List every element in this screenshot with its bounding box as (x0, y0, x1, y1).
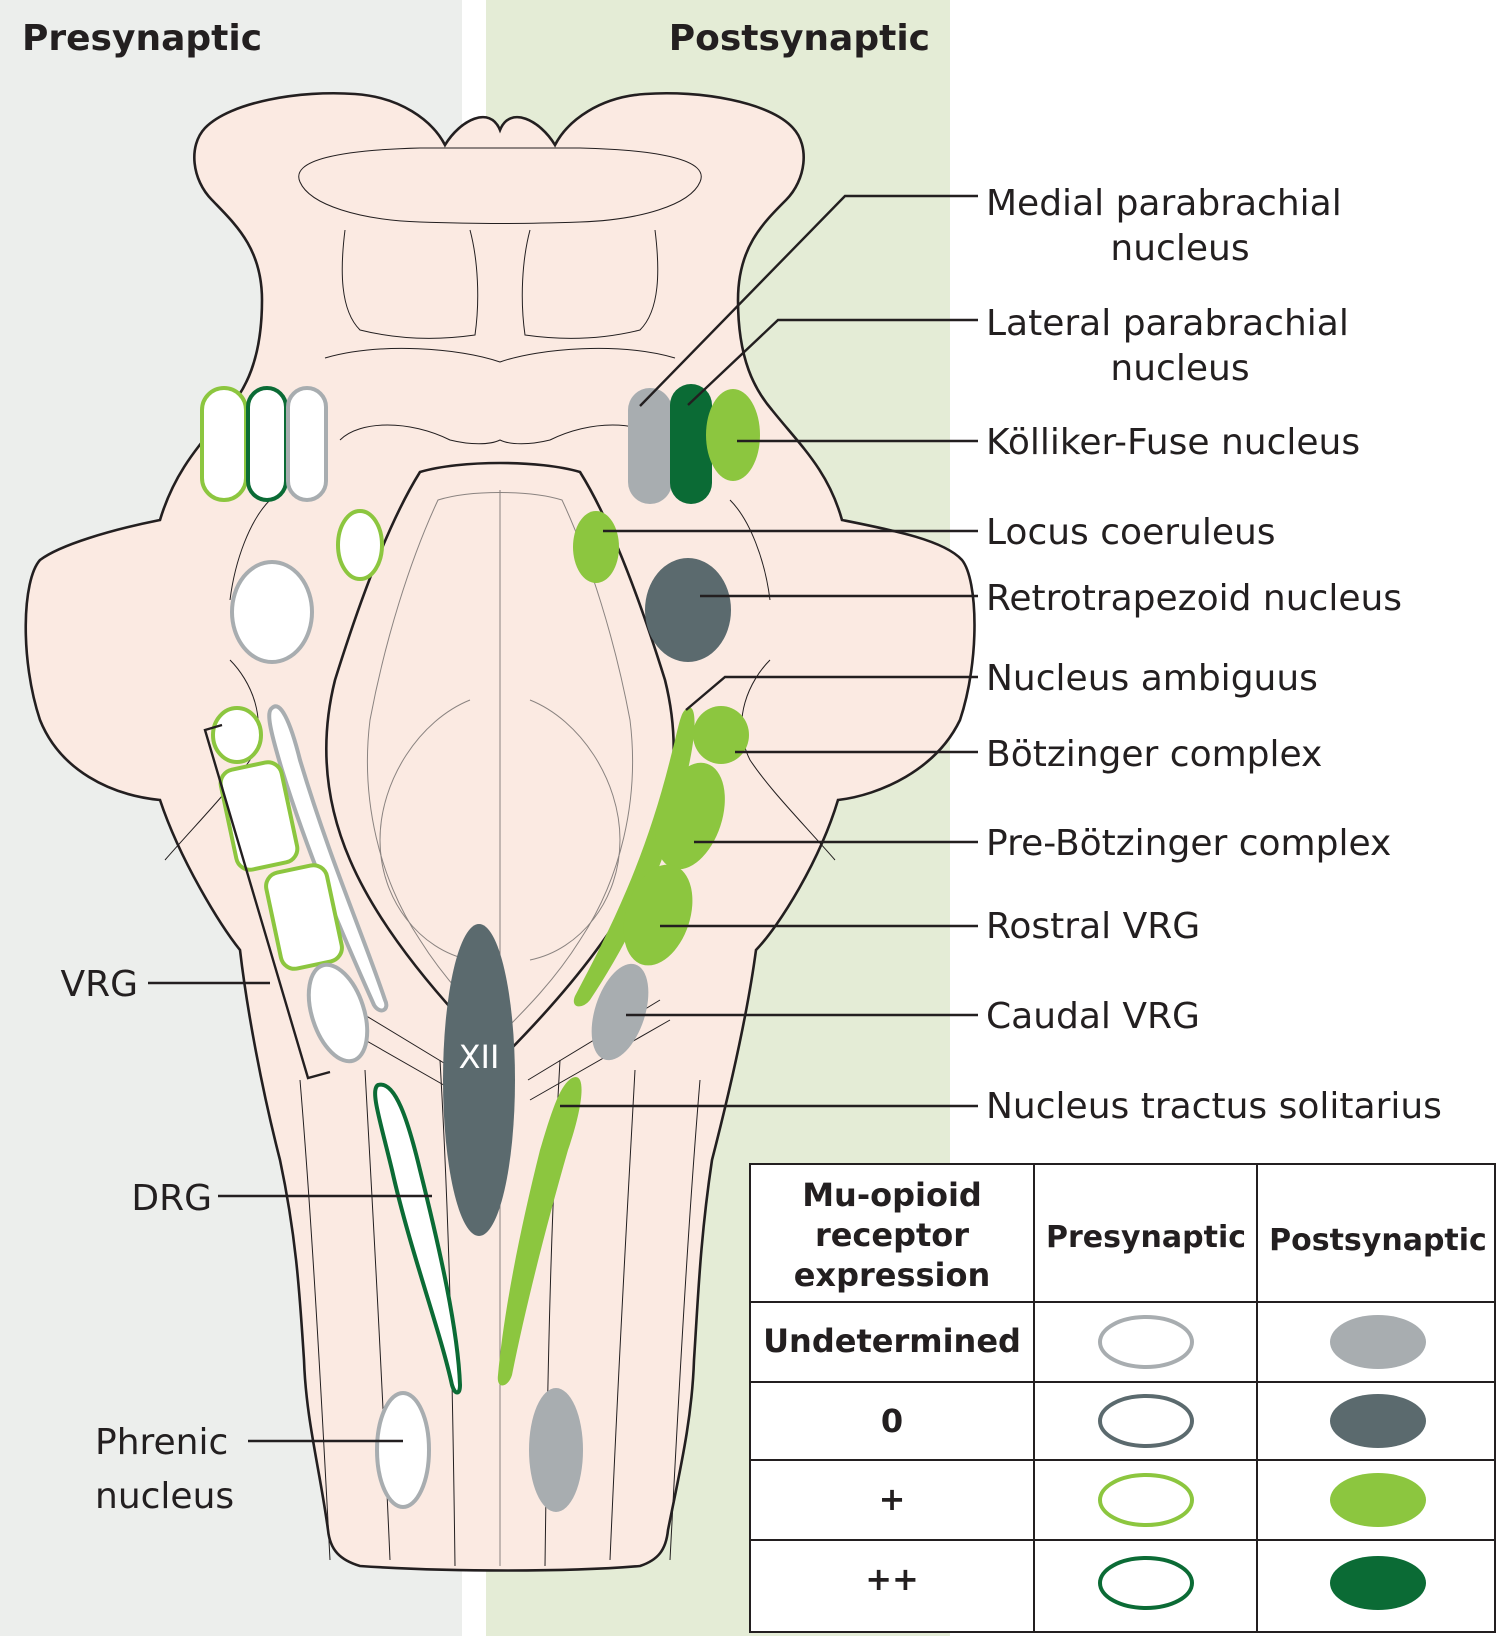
legend-header-line3: expression (794, 1256, 991, 1294)
vrg-bracket (203, 723, 331, 1080)
legend-pre-zero (1098, 1394, 1194, 1448)
hypoglossal-label: XII (459, 1038, 500, 1076)
drg-pre (373, 1082, 463, 1395)
retrotrapezoid-pre (230, 560, 314, 664)
hypoglossal-nucleus (443, 924, 515, 1236)
lateral-parabrachial-post (670, 384, 712, 504)
label-rostral-vrg: Rostral VRG (986, 906, 1200, 947)
side-line-right (729, 499, 771, 601)
label-lateral-parabrachial-1: Lateral parabrachial (986, 303, 1349, 344)
label-vrg: VRG (60, 964, 138, 1005)
label-medial-parabrachial-1: Medial parabrachial (986, 183, 1342, 224)
legend-header-line2: receptor (815, 1216, 969, 1254)
peduncle-left (341, 229, 479, 339)
legend-pre-plus (1098, 1473, 1194, 1527)
rostral-vrg-pre (264, 863, 344, 971)
label-caudal-vrg: Caudal VRG (986, 996, 1200, 1037)
cerebellar-line-right (741, 659, 836, 861)
medial-parabrachial-post (628, 388, 672, 504)
phrenic-pre (375, 1391, 431, 1509)
presynaptic-header: Presynaptic (22, 18, 262, 59)
legend-post-plusplus (1330, 1556, 1426, 1610)
label-pre-botzinger: Pre-Bötzinger complex (986, 823, 1391, 864)
side-line-left (229, 499, 271, 601)
legend-level-undetermined: Undetermined (763, 1322, 1021, 1360)
nucleus-tractus-solitarius-post (497, 1076, 582, 1386)
label-phrenic-2: nucleus (95, 1476, 234, 1517)
legend-post-zero (1330, 1394, 1426, 1448)
locus-coeruleus-post (573, 511, 619, 583)
peduncle-right (521, 229, 659, 339)
label-drg: DRG (131, 1178, 212, 1219)
medulla-line-r3 (609, 1069, 636, 1561)
caudal-vrg-post (591, 963, 649, 1061)
legend-level-plusplus: ++ (865, 1560, 919, 1598)
legend-level-zero: 0 (881, 1402, 903, 1440)
leader-nucleus-ambiguus (685, 675, 978, 711)
locus-coeruleus-pre (336, 509, 384, 581)
legend-post-undetermined (1330, 1315, 1426, 1369)
label-phrenic-1: Phrenic (95, 1422, 228, 1463)
leader-lateral-parabrachial (687, 318, 978, 406)
retrotrapezoid-post (645, 558, 731, 662)
medulla-line-l1 (299, 1079, 331, 1561)
botzinger-pre (211, 706, 263, 764)
lateral-parabrachial-pre (246, 386, 288, 502)
label-locus-coeruleus: Locus coeruleus (986, 512, 1276, 553)
pons-line-upper (324, 347, 676, 363)
label-nucleus-ambiguus: Nucleus ambiguus (986, 658, 1318, 699)
botzinger-post (693, 706, 749, 764)
ventricle-bulge-left (379, 699, 471, 961)
ventricle-bulge-right (529, 699, 621, 961)
kolliker-fuse-pre (286, 386, 328, 502)
legend-header-line1: Mu-opioid (802, 1176, 982, 1214)
medulla-line-r1 (669, 1079, 701, 1561)
caudal-vrg-pre (306, 962, 370, 1064)
legend-header-presynaptic: Presynaptic (1046, 1220, 1246, 1255)
pons-line (339, 424, 661, 445)
rostral-vrg-post (623, 864, 693, 966)
label-medial-parabrachial-2: nucleus (1110, 228, 1249, 269)
leader-medial-parabrachial (639, 194, 978, 407)
medulla-line-l2 (439, 1059, 456, 1567)
legend-post-plus (1330, 1473, 1426, 1527)
legend-table: Mu-opioid receptor expression Presynapti… (749, 1163, 1496, 1633)
pre-botzinger-pre (218, 760, 300, 872)
label-retrotrapezoid: Retrotrapezoid nucleus (986, 578, 1402, 619)
label-botzinger: Bötzinger complex (986, 734, 1322, 775)
legend-pre-plusplus (1098, 1556, 1194, 1610)
label-lateral-parabrachial-2: nucleus (1110, 348, 1249, 389)
kolliker-fuse-post (706, 389, 760, 481)
legend-level-plus: + (879, 1480, 906, 1518)
postsynaptic-header: Postsynaptic (669, 18, 930, 59)
label-kolliker-fuse: Kölliker-Fuse nucleus (986, 422, 1360, 463)
medial-parabrachial-pre (200, 386, 248, 502)
phrenic-post (529, 1388, 583, 1512)
label-nts: Nucleus tractus solitarius (986, 1086, 1442, 1127)
legend-pre-undetermined (1098, 1315, 1194, 1369)
nucleus-ambiguus-post (573, 707, 695, 1007)
cerebral-peduncle-line (298, 147, 702, 224)
legend-header-postsynaptic: Postsynaptic (1269, 1223, 1487, 1258)
